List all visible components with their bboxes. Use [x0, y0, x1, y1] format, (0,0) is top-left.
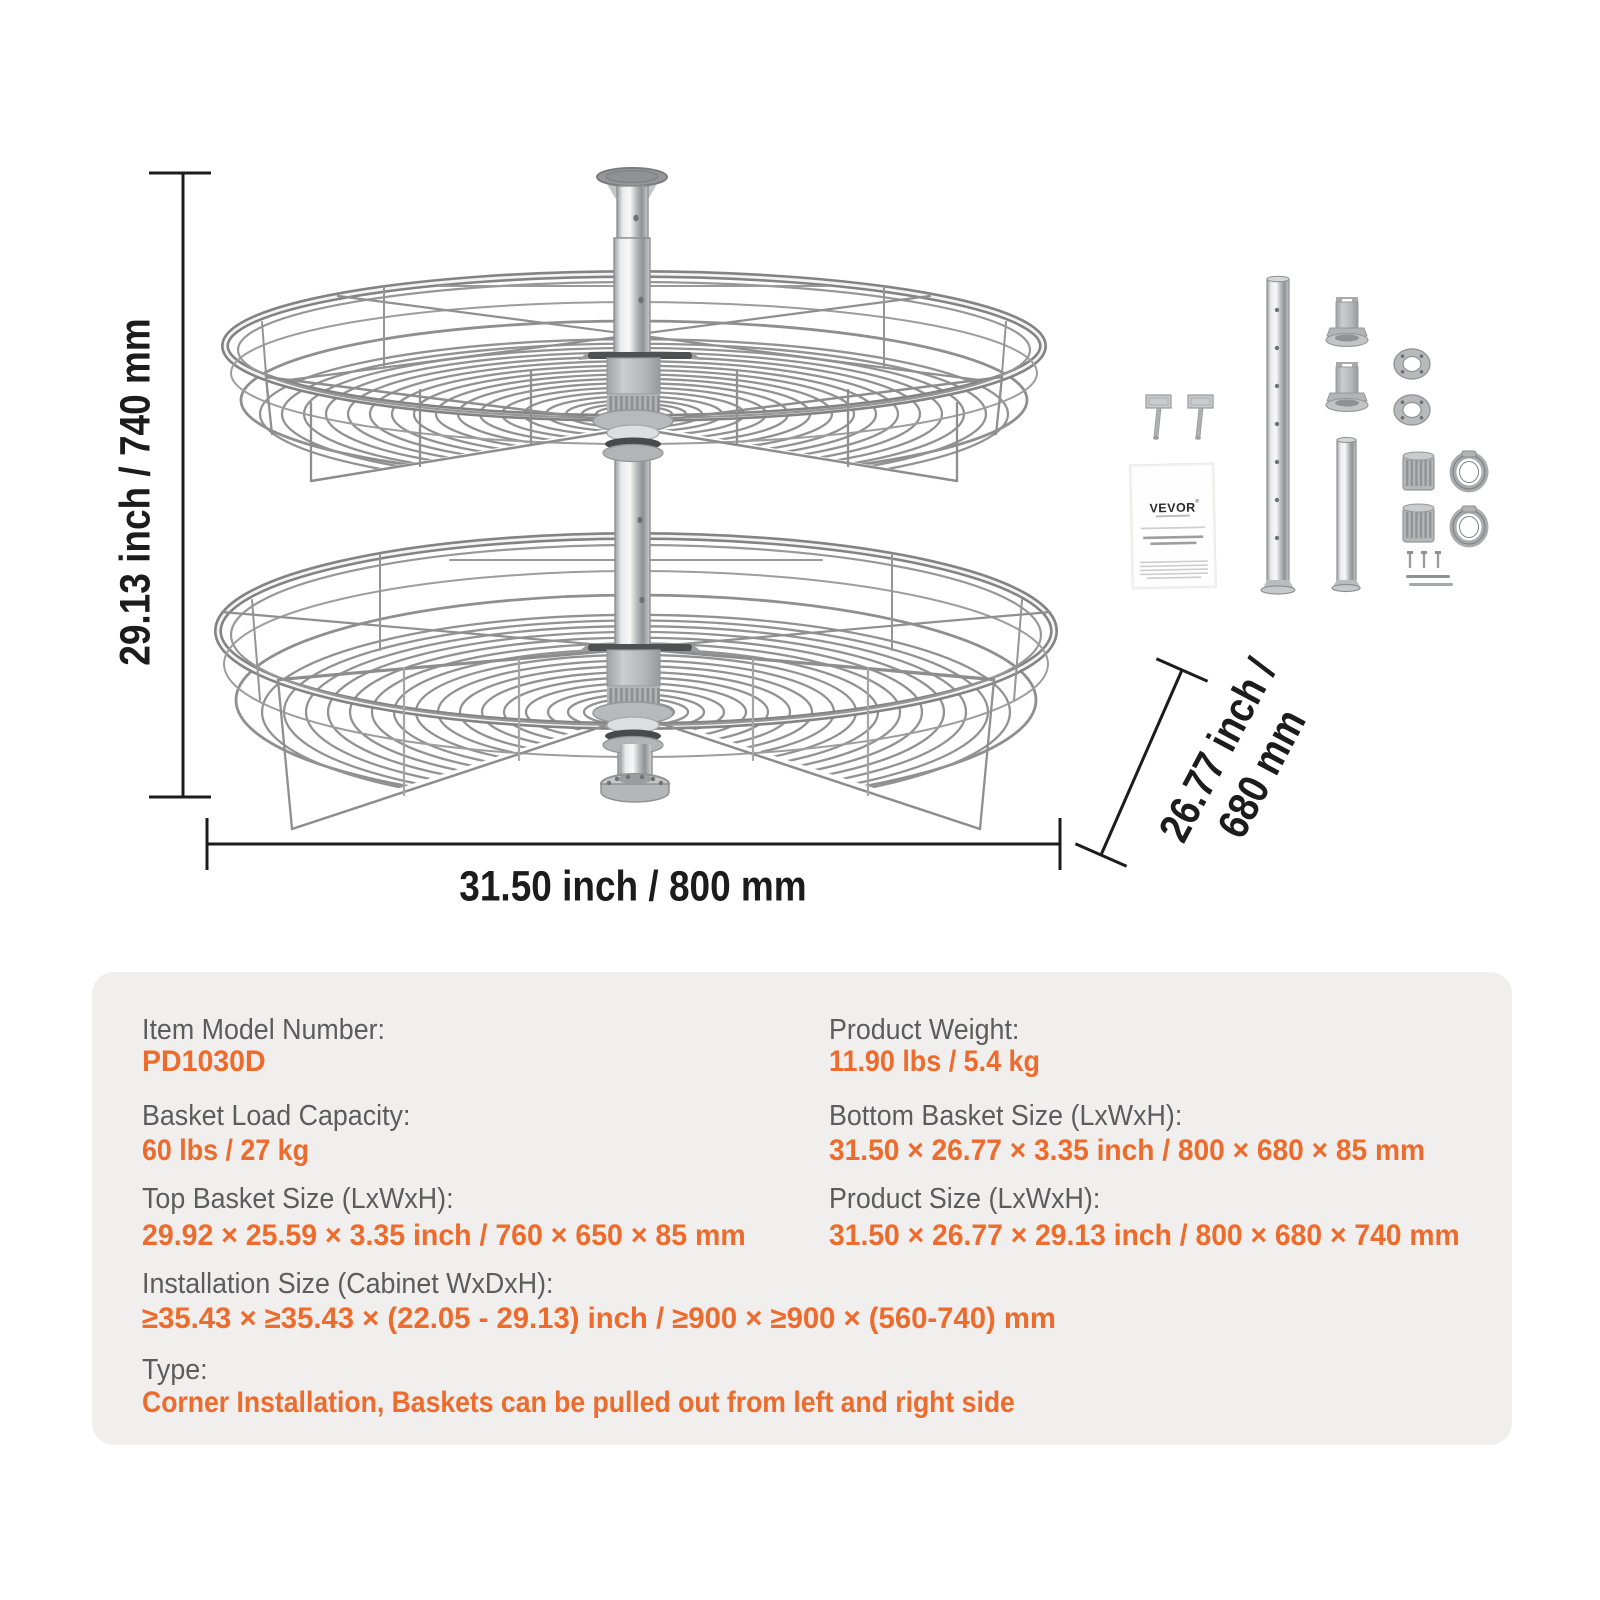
- svg-text:VEVOR: VEVOR: [1149, 501, 1196, 516]
- svg-text:®: ®: [1195, 497, 1199, 504]
